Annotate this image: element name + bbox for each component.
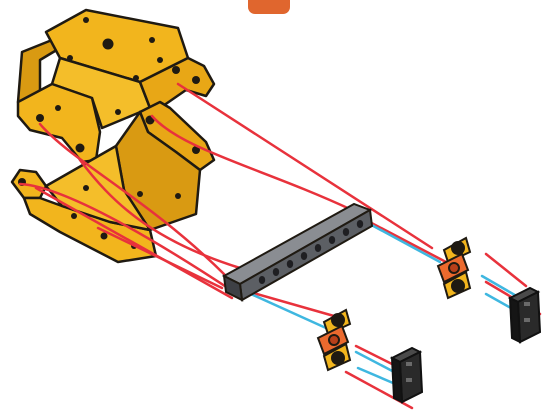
end-connector-lower — [392, 348, 422, 402]
pin-set-lower — [318, 310, 350, 370]
gray-beam — [224, 204, 372, 300]
pin-set-upper — [438, 238, 470, 298]
step-badge-icon — [248, 0, 290, 14]
end-connector-upper — [510, 288, 540, 342]
